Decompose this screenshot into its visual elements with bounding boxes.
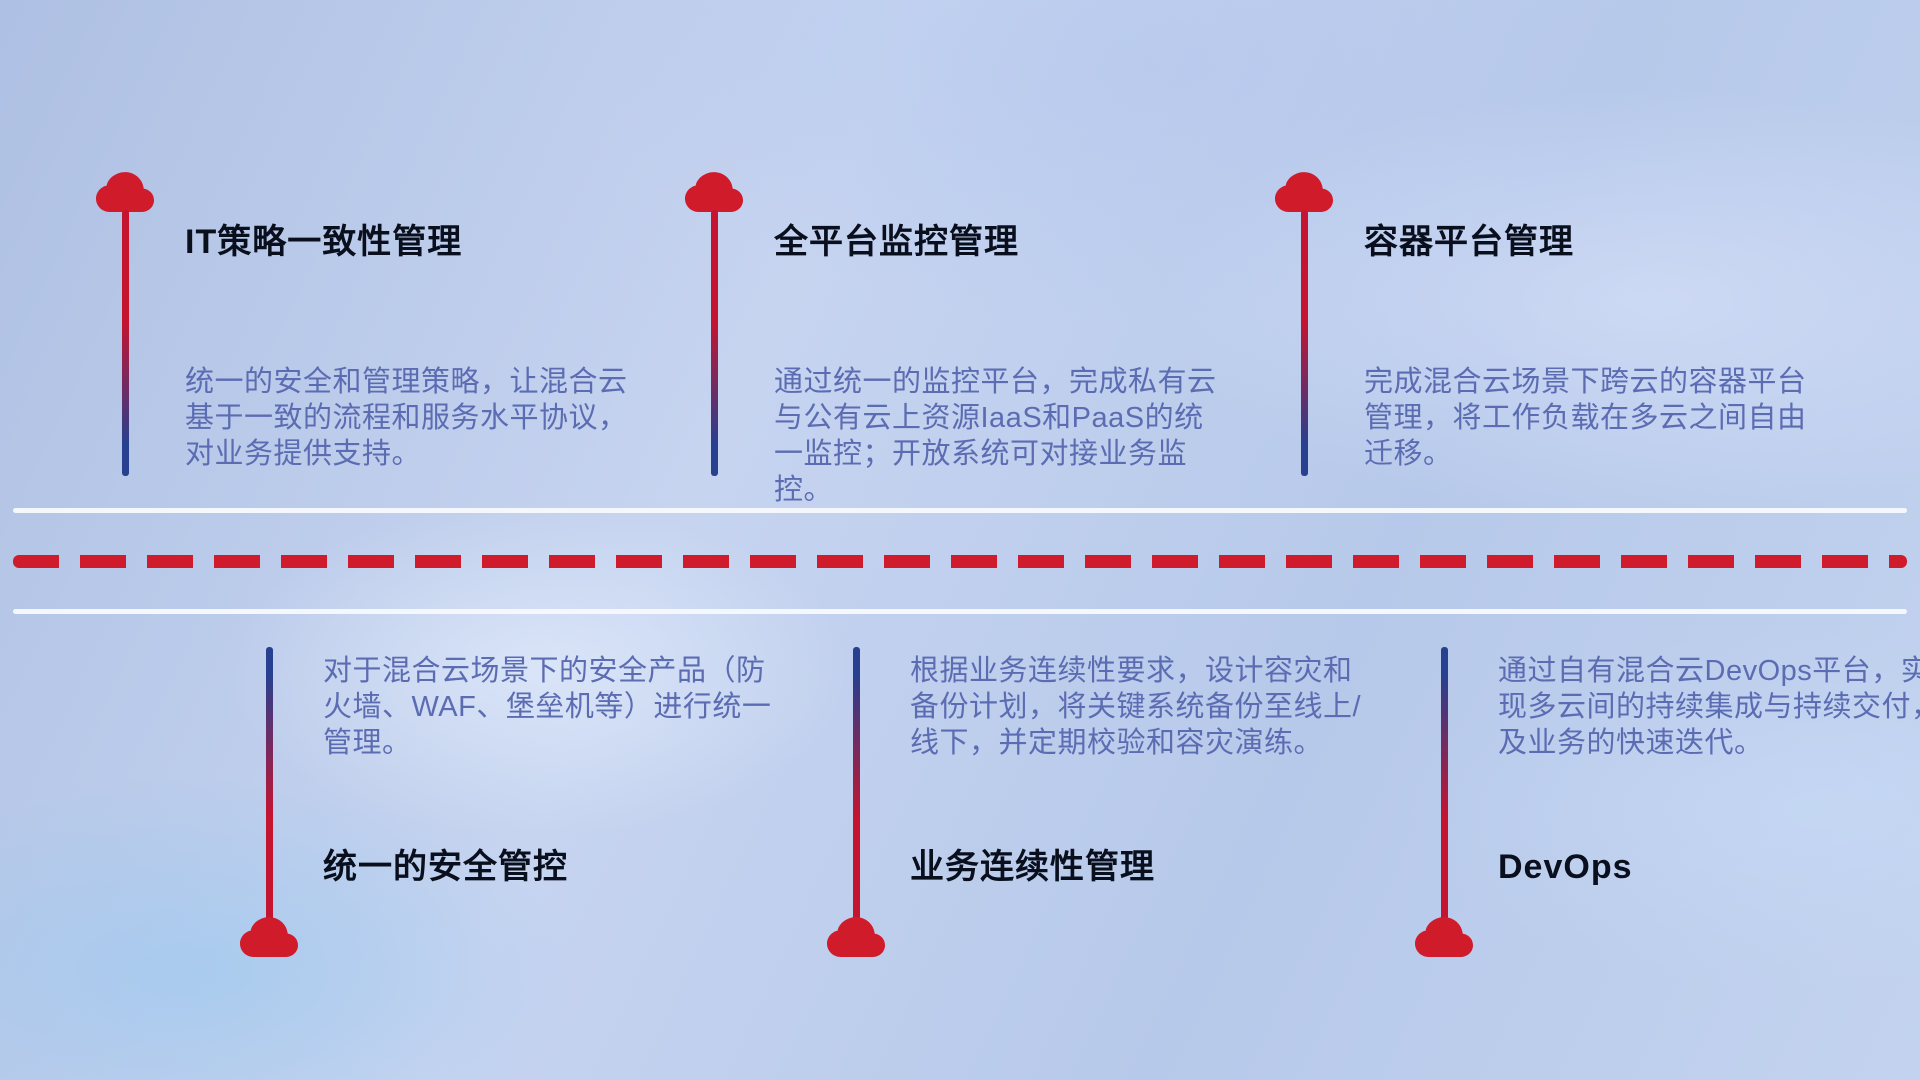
connector-line xyxy=(265,647,273,921)
feature-title: DevOps xyxy=(1498,848,1633,886)
feature-title: IT策略一致性管理 xyxy=(185,223,463,261)
connector-line xyxy=(1440,647,1448,921)
feature-description: 对于混合云场景下的安全产品（防火墙、WAF、堡垒机等）进行统一管理。 xyxy=(323,655,772,759)
cloud-icon xyxy=(1275,172,1333,212)
feature-description: 完成混合云场景下跨云的容器平台管理，将工作负载在多云之间自由迁移。 xyxy=(1364,366,1807,470)
feature-title: 容器平台管理 xyxy=(1364,223,1574,261)
feature-description: 统一的安全和管理策略，让混合云基于一致的流程和服务水平协议，对业务提供支持。 xyxy=(185,366,628,470)
cloud-icon xyxy=(827,917,885,957)
cloud-icon xyxy=(685,172,743,212)
cloud-icon xyxy=(240,917,298,957)
feature-title: 全平台监控管理 xyxy=(774,223,1019,261)
divider-line-bottom xyxy=(13,609,1907,614)
feature-title: 业务连续性管理 xyxy=(910,848,1155,886)
connector-line xyxy=(121,210,129,476)
feature-title: 统一的安全管控 xyxy=(323,848,568,886)
cloud-icon xyxy=(1415,917,1473,957)
feature-description: 通过统一的监控平台，完成私有云与公有云上资源IaaS和PaaS的统一监控；开放系… xyxy=(774,366,1217,506)
feature-description: 通过自有混合云DevOps平台，实现多云间的持续集成与持续交付，及业务的快速迭代… xyxy=(1498,655,1920,759)
connector-line xyxy=(710,210,718,476)
divider-dashed-line xyxy=(13,555,1907,568)
connector-line xyxy=(852,647,860,921)
feature-description: 根据业务连续性要求，设计容灾和备份计划，将关键系统备份至线上/线下，并定期校验和… xyxy=(910,655,1362,759)
connector-line xyxy=(1300,210,1308,476)
cloud-icon xyxy=(96,172,154,212)
divider-line-top xyxy=(13,508,1907,513)
